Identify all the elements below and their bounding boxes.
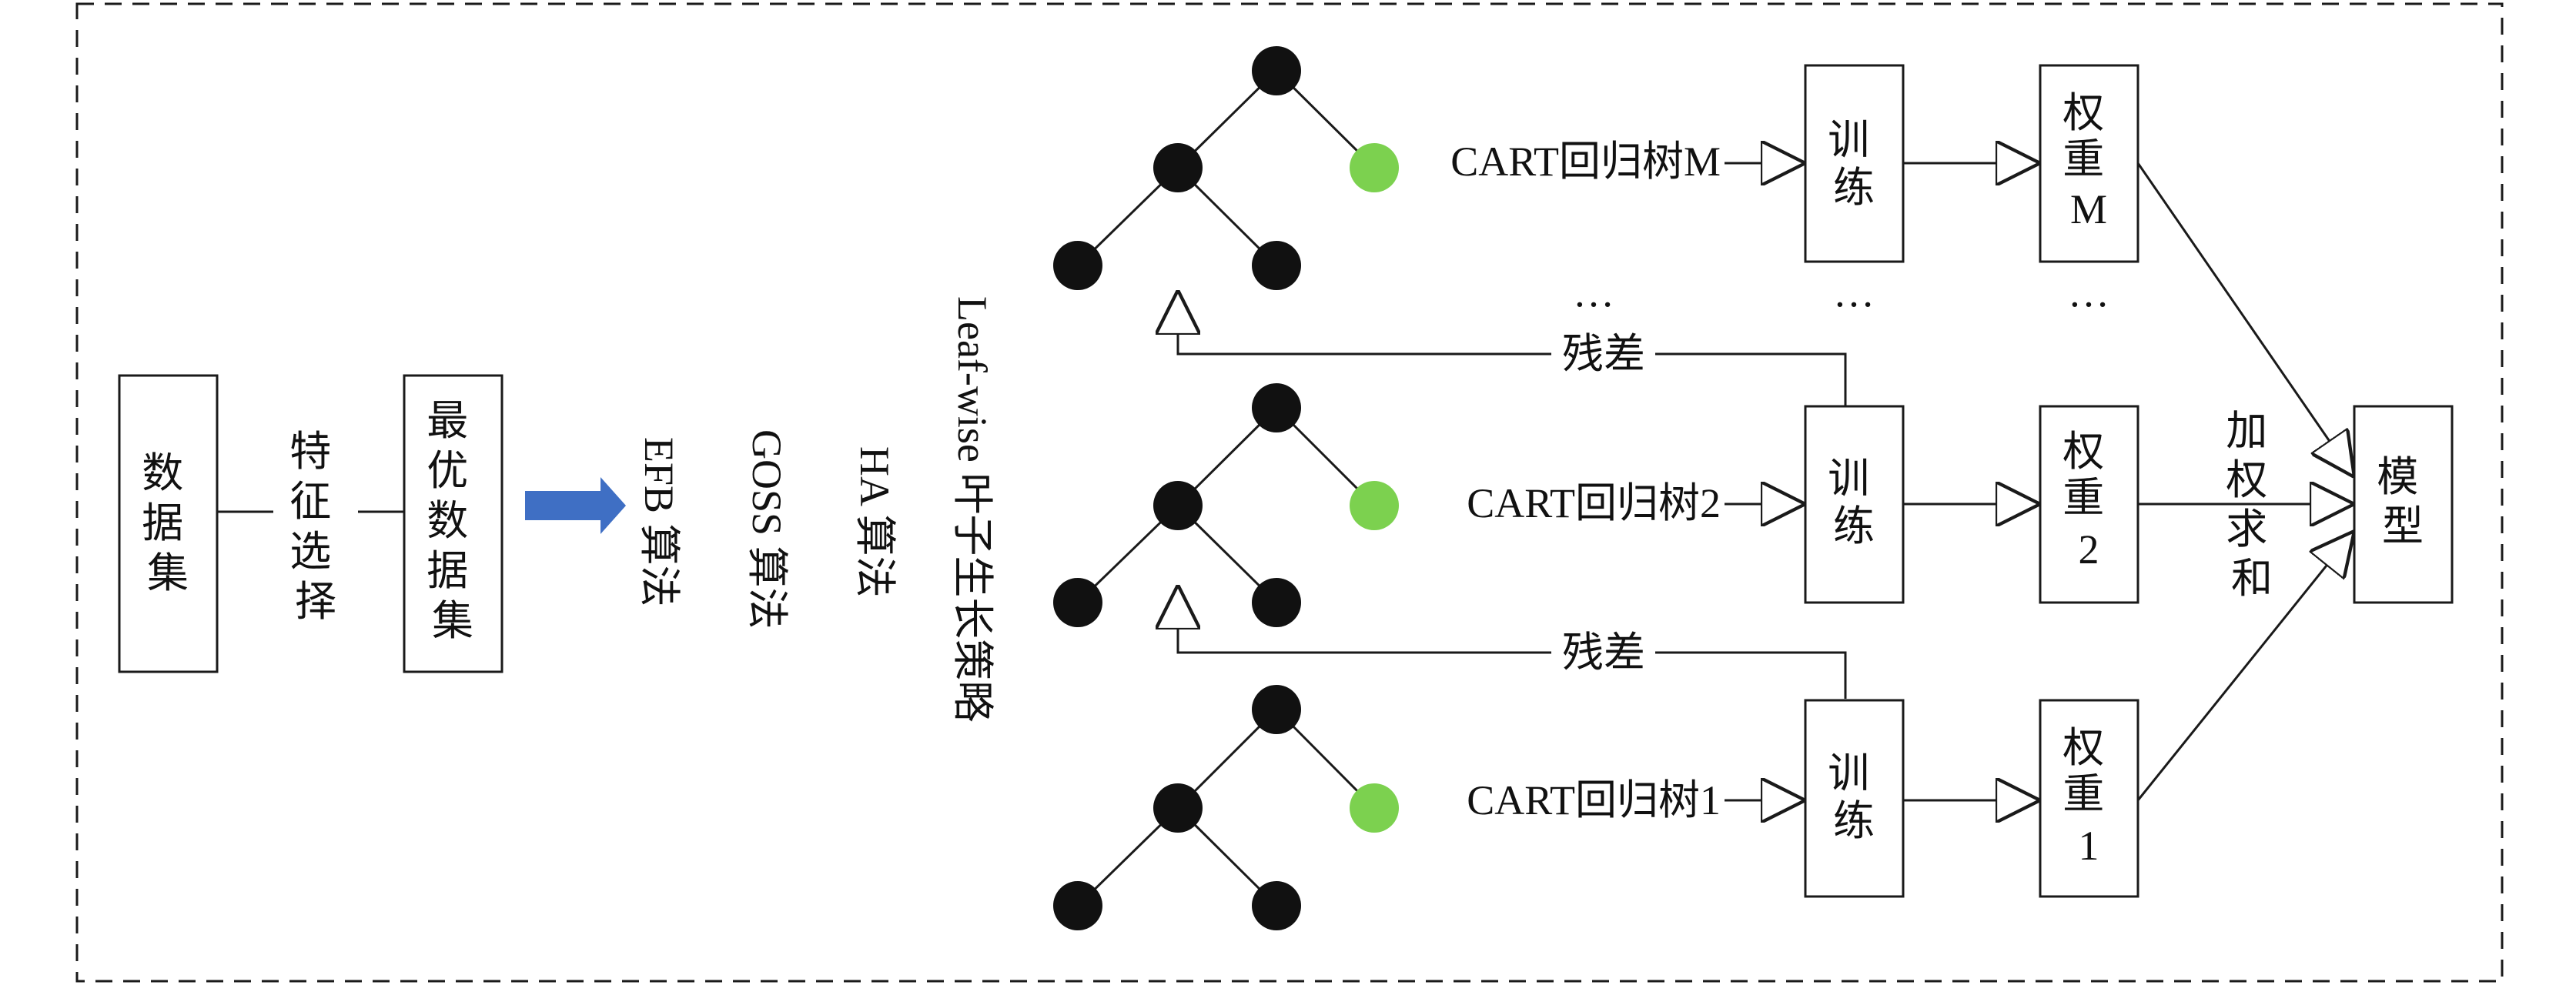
- feature-selection-line-2: 征: [289, 479, 331, 525]
- tree-m-leaf-highlight: [1350, 143, 1399, 192]
- optimal-dataset-box-text: 最 优 数 据 集: [427, 398, 479, 644]
- tree-1-node: [1153, 783, 1203, 833]
- weight-1-line-1: 权: [2062, 725, 2104, 771]
- weighted-sum-label: 加 权 求 和: [2226, 408, 2278, 602]
- train-1-line-1: 训: [1828, 750, 1869, 796]
- optimal-dataset-line-3: 数: [427, 498, 468, 544]
- train-m-line-1: 训: [1828, 117, 1869, 163]
- weight-2-line-1: 权: [2062, 429, 2104, 475]
- dataset-line-1: 数: [142, 450, 183, 496]
- outer-dashed-frame: [75, 2, 2504, 983]
- model-box-text: 模 型: [2377, 454, 2429, 549]
- cart-row-1: CART回归树1 训 练 权 重 1: [1467, 699, 2139, 898]
- cart-tree-label-1: CART回归树1: [1467, 777, 1721, 823]
- weight-1-line-3: 1: [2079, 823, 2099, 869]
- cart-tree-label-m: CART回归树M: [1450, 139, 1721, 185]
- model-line-1: 模: [2377, 454, 2418, 500]
- tree-1: [1053, 685, 1399, 930]
- residual-line-lower: [1655, 651, 1847, 699]
- optimal-dataset-line-5: 集: [432, 598, 473, 644]
- algo-ha-label: HA 算法: [851, 446, 898, 598]
- feature-selection-line-1: 特: [289, 429, 331, 475]
- residual-arrow-upper: [1178, 290, 1551, 356]
- model-box: 模 型: [2353, 405, 2454, 604]
- tree-m-node: [1053, 241, 1102, 290]
- dataset-box: 数 据 集: [118, 374, 219, 673]
- train-box-m: [1804, 64, 1905, 263]
- train-box-1: [1804, 699, 1905, 898]
- train-1-line-2: 练: [1833, 798, 1875, 844]
- dataset-box-text: 数 据 集: [142, 450, 194, 596]
- residual-label-upper: 残差: [1562, 331, 1645, 377]
- residual-feedback-upper: 残差: [1178, 290, 1847, 406]
- residual-feedback-lower: 残差: [1178, 585, 1847, 699]
- weighted-sum-line-1: 加: [2226, 408, 2267, 454]
- tree-m: [1053, 46, 1399, 290]
- weight-m-line-2: 重: [2062, 136, 2104, 182]
- tree-m-node: [1153, 143, 1203, 192]
- train-m-line-2: 练: [1833, 165, 1875, 211]
- weight-m-line-1: 权: [2062, 90, 2104, 136]
- weight-box-2-text: 权 重 2: [2062, 429, 2115, 573]
- train-2-line-2: 练: [1833, 503, 1875, 549]
- optimal-dataset-line-2: 优: [427, 448, 468, 494]
- train-2-line-1: 训: [1828, 456, 1869, 502]
- residual-arrow-lower: [1178, 585, 1551, 654]
- tree-2-node: [1252, 578, 1301, 627]
- weight-box-1-text: 权 重 1: [2062, 725, 2115, 869]
- dataset-line-2: 据: [142, 500, 183, 546]
- weight-2-line-2: 重: [2062, 475, 2104, 521]
- weight-box-2: [2039, 405, 2139, 604]
- feature-selection-line-4: 择: [295, 579, 336, 625]
- weight-box-1: [2039, 699, 2139, 898]
- weighted-sum-line-3: 求: [2226, 506, 2267, 553]
- tree-m-node: [1252, 46, 1301, 95]
- tree-2-node: [1153, 481, 1203, 530]
- train-box-2-text: 训 练: [1828, 456, 1880, 549]
- train-box-1-text: 训 练: [1828, 750, 1880, 844]
- cart-row-m: CART回归树M 训 练 权 重 M: [1450, 64, 2139, 263]
- ellipsis-train: …: [1833, 269, 1875, 316]
- arrow-weight-1-to-model: [2136, 531, 2354, 801]
- feature-selection-label: 特 征 选 择: [289, 429, 342, 625]
- ellipsis-cart: …: [1573, 269, 1614, 316]
- dataset-line-3: 集: [147, 550, 189, 596]
- tree-1-node: [1252, 881, 1301, 930]
- blue-arrow-icon: [525, 477, 626, 534]
- tree-1-leaf-highlight: [1350, 783, 1399, 833]
- weight-1-line-2: 重: [2062, 771, 2104, 817]
- tree-1-node: [1053, 881, 1102, 930]
- weighted-sum-line-4: 和: [2231, 556, 2273, 602]
- tree-2-leaf-highlight: [1350, 481, 1399, 530]
- tree-1-node: [1252, 685, 1301, 734]
- cart-tree-label-2: CART回归树2: [1467, 480, 1721, 526]
- tree-2-node: [1252, 383, 1301, 432]
- weight-box-m-text: 权 重 M: [2062, 90, 2115, 232]
- optimal-dataset-box: 最 优 数 据 集: [403, 374, 503, 673]
- optimal-dataset-line-4: 据: [427, 548, 468, 594]
- train-box-2: [1804, 405, 1905, 604]
- weighted-sum-line-2: 权: [2226, 457, 2267, 503]
- weight-m-line-3: M: [2070, 186, 2107, 232]
- tree-2-node: [1053, 578, 1102, 627]
- tree-m-node: [1252, 241, 1301, 290]
- tree-2: [1053, 383, 1399, 627]
- algo-goss-label: GOSS 算法: [744, 429, 790, 629]
- feature-selection-line-3: 选: [289, 529, 331, 575]
- algo-leafwise-label: Leaf-wise 叶子生长策略: [949, 296, 995, 722]
- residual-line-upper: [1655, 352, 1847, 406]
- train-box-m-text: 训 练: [1828, 117, 1880, 211]
- arrow-weight-m-to-model: [2136, 162, 2354, 477]
- algo-efb-label: EFB 算法: [636, 437, 682, 607]
- weight-2-line-3: 2: [2079, 526, 2099, 573]
- optimal-dataset-line-1: 最: [427, 398, 468, 444]
- model-line-2: 型: [2382, 503, 2424, 549]
- residual-label-lower: 残差: [1562, 629, 1645, 676]
- ellipsis-weight: …: [2068, 269, 2109, 316]
- cart-row-2: CART回归树2 训 练 权 重 2: [1467, 405, 2139, 604]
